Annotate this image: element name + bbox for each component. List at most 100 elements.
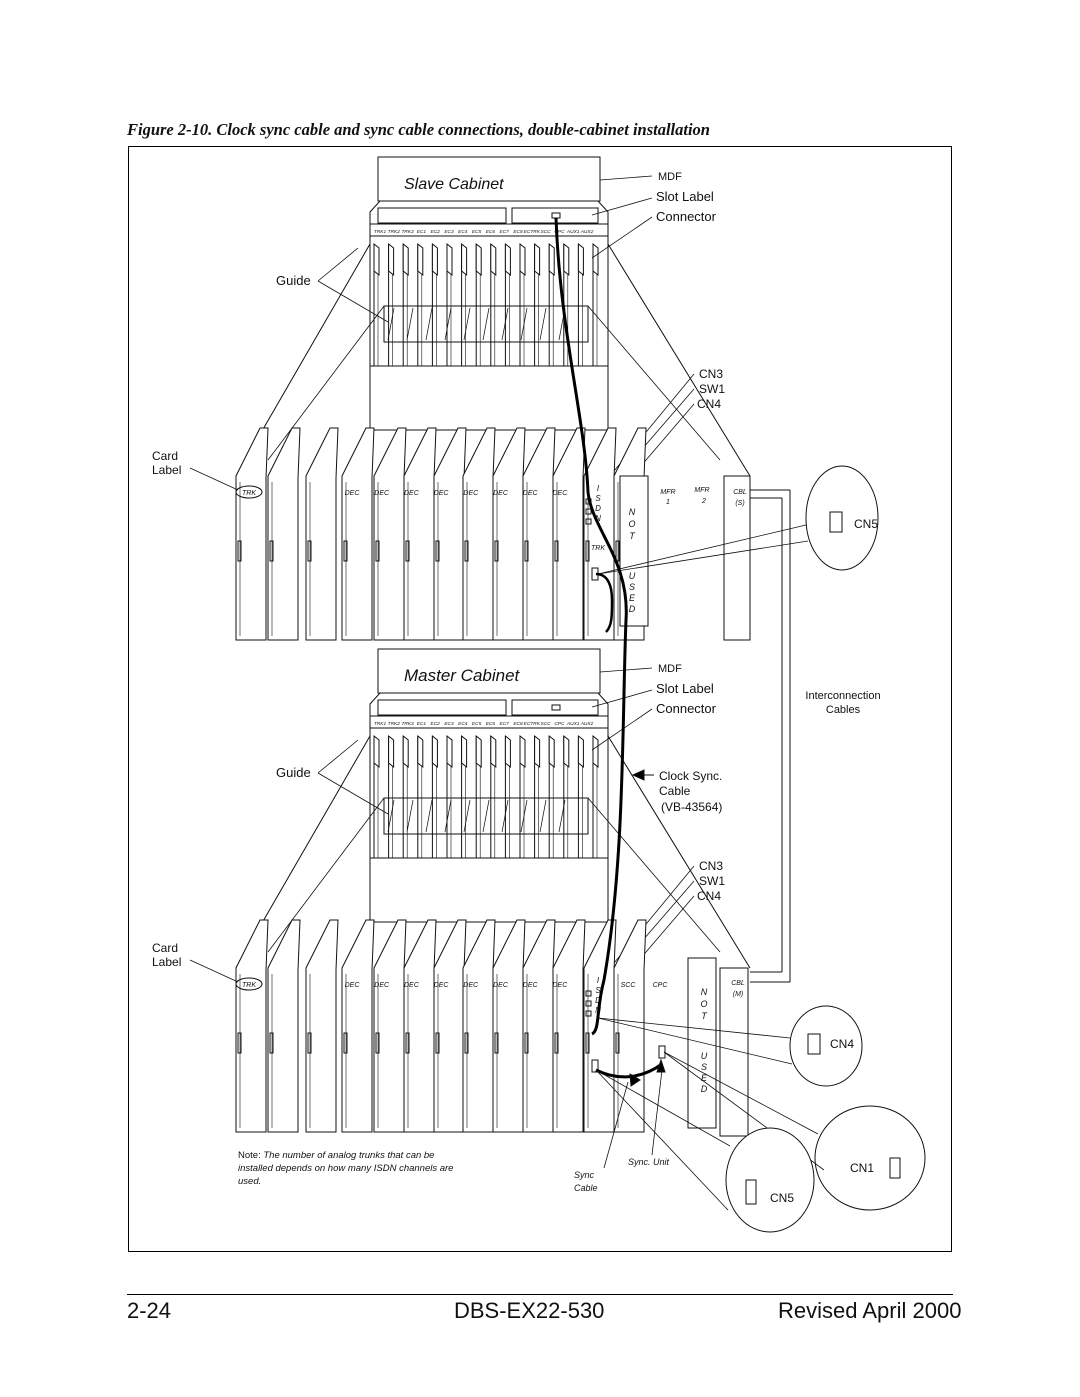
guide-leader — [317, 247, 359, 282]
card-latch — [343, 1032, 348, 1054]
guide-block-divider — [501, 307, 509, 341]
note-line: installed depends on how many ISDN chann… — [238, 1163, 453, 1174]
cn4-label: CN4 — [697, 889, 721, 903]
mfr2-label: MFR — [694, 487, 709, 494]
guide-block-divider — [463, 799, 471, 833]
cn1-circle-label: CN1 — [850, 1161, 874, 1175]
cn5-leader — [595, 1069, 729, 1211]
guide-tab — [548, 242, 555, 277]
dec-card-label: DEC — [345, 982, 361, 989]
clock-sync-label: Cable — [659, 784, 691, 798]
interconnection-label: Cables — [826, 704, 861, 716]
card-latch — [615, 1032, 620, 1054]
upper-slot-panel-left — [377, 699, 507, 716]
card-latch — [615, 540, 620, 562]
sync-unit-label: Sync. Unit — [628, 1157, 670, 1167]
cn5-detail-circle — [725, 1127, 815, 1233]
circuit-card — [403, 427, 437, 641]
guide-tab — [534, 242, 541, 277]
card-label-text: Label — [152, 955, 181, 969]
not-used-letter: D — [701, 1084, 708, 1094]
card-latch — [524, 1032, 529, 1054]
guide-tab — [446, 242, 453, 277]
circuit-card — [433, 919, 467, 1133]
cn5-leader — [595, 1069, 731, 1147]
slot-label: ECTRK — [524, 229, 541, 235]
dec-card-label: DEC — [523, 490, 539, 497]
guide-tab — [402, 734, 409, 769]
guide-tab — [417, 242, 424, 277]
cn4-circle-label: CN4 — [830, 1037, 854, 1051]
not-used-letter: O — [700, 999, 707, 1009]
not-used-letter: T — [701, 1011, 708, 1021]
note-line: used. — [238, 1176, 261, 1187]
guide-tab — [388, 242, 395, 277]
slot-label: EC4 — [458, 721, 468, 727]
guide-block — [383, 305, 589, 343]
guide-block-divider — [406, 307, 414, 341]
isdn-switch — [585, 518, 592, 525]
slot-label: EC7 — [500, 229, 510, 235]
clock-sync-label: Clock Sync. — [659, 769, 722, 783]
cbl-m-sub: (M) — [733, 991, 744, 998]
not-used-letter: N — [629, 507, 636, 517]
guide-tab — [519, 242, 526, 277]
slot-label: TRK2 — [388, 721, 401, 727]
card-latch — [307, 540, 312, 562]
guide-block-divider — [406, 799, 414, 833]
clock-sync-label: (VB-43564) — [661, 800, 722, 814]
cn3-label: CN3 — [699, 367, 723, 381]
dec-card-label: DEC — [345, 490, 361, 497]
guide-tab — [461, 242, 468, 277]
guide-block-divider — [520, 307, 528, 341]
card-label-text: Label — [152, 463, 181, 477]
circuit-card — [341, 427, 375, 641]
circuit-card — [373, 427, 407, 641]
cn1-connector — [889, 1157, 901, 1179]
isdn-switch — [585, 1010, 592, 1017]
dec-card-label: DEC — [463, 490, 479, 497]
cn5-leader — [597, 524, 807, 575]
guide-tab — [431, 242, 438, 277]
mdf-label: MDF — [658, 171, 682, 183]
not-used-letter: E — [701, 1073, 708, 1083]
cbl-slot — [719, 967, 749, 1137]
revision-date: Revised April 2000 — [778, 1298, 962, 1323]
cn5-connector — [829, 511, 843, 533]
guide-label: Guide — [276, 273, 311, 288]
cbl-m-label: CBL — [731, 980, 745, 987]
clock-sync-cable — [554, 217, 628, 1036]
guide-block-divider — [425, 307, 433, 341]
isdn-switch — [585, 990, 592, 997]
card-latch — [435, 1032, 440, 1054]
guide-tab — [373, 242, 380, 277]
card-latch — [435, 540, 440, 562]
sync-unit-connector — [658, 1045, 666, 1059]
cn1-leader — [663, 1051, 819, 1135]
connector-label: Connector — [656, 209, 717, 224]
circuit-card — [552, 427, 586, 641]
figure-caption: Figure 2-10. Clock sync cable and sync c… — [127, 120, 710, 139]
cn3-label: CN3 — [699, 859, 723, 873]
guide-tab — [577, 734, 584, 769]
guide-block-divider — [444, 307, 452, 341]
slot-label: EC3 — [444, 721, 454, 727]
dec-card-label: DEC — [434, 490, 450, 497]
upper-slot-panel-left — [377, 207, 507, 224]
card-label-leader — [189, 959, 239, 983]
guide-tab — [402, 242, 409, 277]
cn5-leader — [597, 540, 809, 575]
isdn-letter: I — [597, 484, 600, 493]
cpc-label: CPC — [653, 982, 669, 989]
isdn-sync-connector — [591, 1059, 599, 1073]
perspective-right — [607, 735, 751, 969]
footer-rule — [127, 1294, 953, 1295]
slot-label: CPC — [554, 229, 565, 235]
cn4-leader — [597, 1017, 791, 1039]
perspective-guide — [267, 305, 385, 461]
isdn-letter: N — [595, 514, 601, 523]
slot-label-leader — [591, 197, 653, 216]
slot-label-callout: Slot Label — [656, 681, 714, 696]
cn5-label: CN5 — [854, 517, 878, 531]
guide-leader — [317, 280, 389, 323]
